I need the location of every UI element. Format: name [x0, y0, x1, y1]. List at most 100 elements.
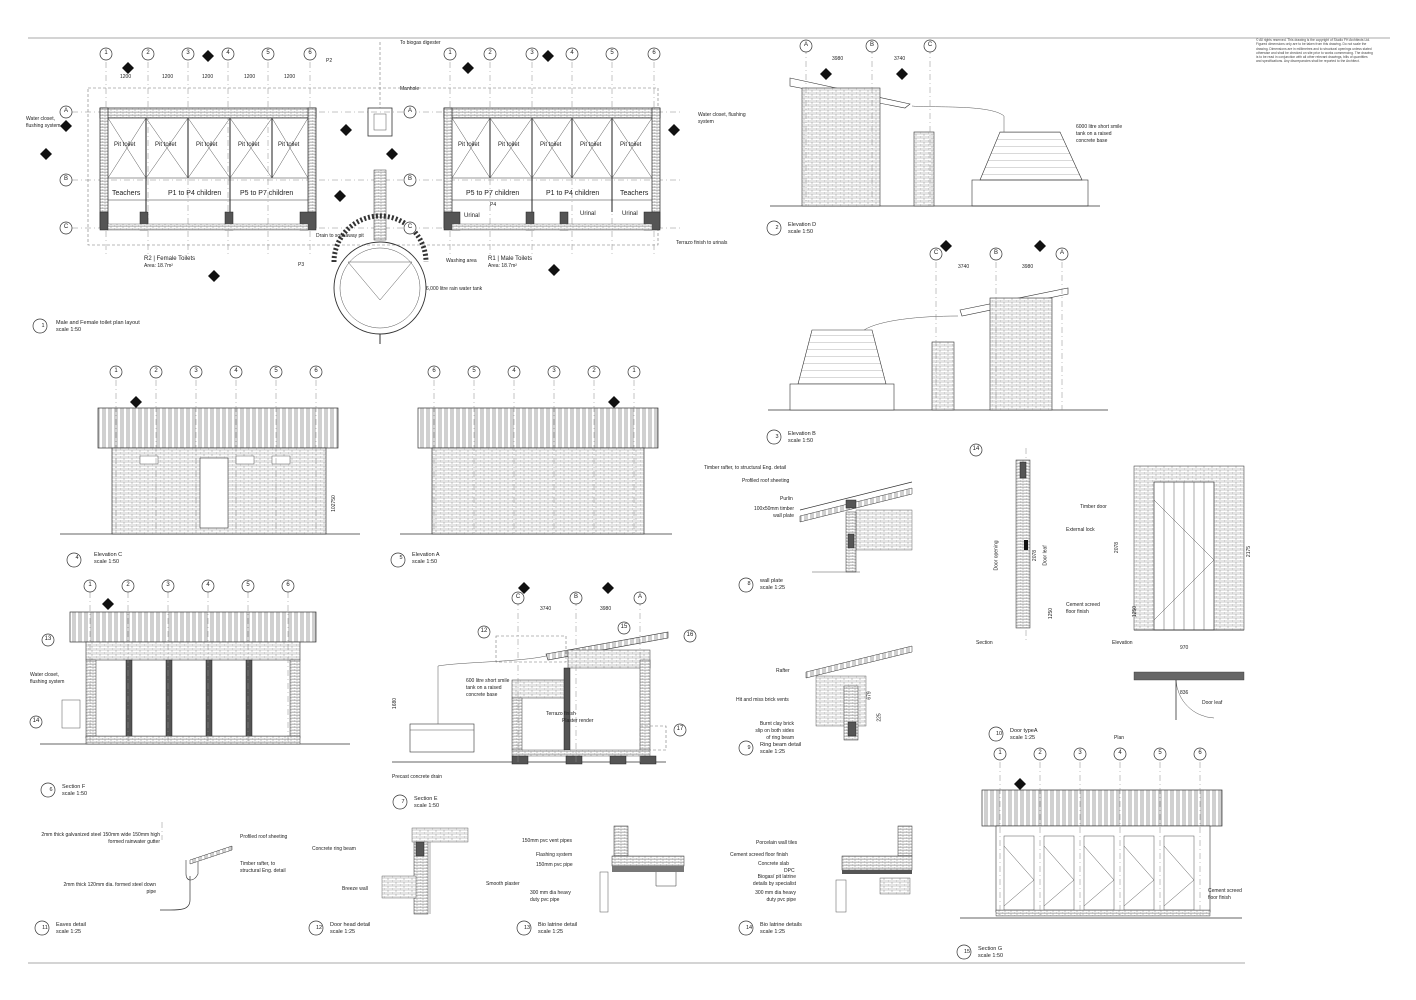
eaves-detail [160, 822, 233, 911]
room-label: Pit toilet [620, 142, 642, 148]
room-label: P5 to P7 children [466, 190, 520, 197]
grid-num: 1 [88, 582, 92, 588]
grid-num: 1 [114, 368, 118, 374]
callout: P3 [298, 262, 305, 268]
grid-letter: A [1059, 250, 1064, 256]
dim: 1200 [120, 74, 132, 80]
grid-num: 2 [1038, 750, 1042, 756]
callout-16: 16 [686, 632, 694, 638]
dim: 3980 [1022, 264, 1034, 270]
room-label: Pit toilet [278, 142, 300, 148]
ring-beam-label: Concrete ring beam [312, 846, 356, 852]
ring-beam-detail [805, 645, 913, 741]
grid-letter: A [637, 594, 642, 600]
room-label: Teachers [112, 190, 141, 197]
callout: Drain to soakaway pit [316, 233, 364, 239]
heavy-pipe-label: 300 mm dia heavy duty pvc pipe [530, 890, 571, 903]
elevation-label: Elevation [1112, 640, 1133, 646]
grid-letter: C [63, 224, 69, 230]
grid-num: 6 [286, 582, 290, 588]
grid-num: 3 [552, 368, 556, 374]
timber-door-label: Timber door [1080, 504, 1107, 510]
bio-latrine-detail-13 [599, 825, 685, 913]
callout: Terrazo finish to urinals [676, 240, 728, 246]
male-toilets-name: R1 | Male Toilets [488, 256, 533, 262]
dim: 2175 [1246, 545, 1253, 558]
screed-label: Cement screed floor finish [1208, 888, 1242, 901]
room-label: Pit toilet [196, 142, 218, 148]
elevation-d [770, 39, 1100, 207]
room-label: Urinal [580, 211, 596, 217]
slab-label: Concrete slab [758, 861, 789, 867]
breeze-label: Breeze wall [342, 886, 368, 892]
grid-num: 3 [1078, 750, 1082, 756]
grid-num: 6 [1198, 750, 1202, 756]
room-label: Pit toilet [114, 142, 136, 148]
terrazo-label: Terrazo finish [546, 711, 576, 717]
room-label: Pit toilet [498, 142, 520, 148]
callout-15: 15 [620, 624, 628, 630]
dim: 2078 [1114, 541, 1121, 554]
room-label: Pit toilet [238, 142, 260, 148]
plaster-label: Plaster render [562, 718, 594, 724]
room-label: Pit toilet [458, 142, 480, 148]
grid-num: 1 [998, 750, 1002, 756]
rafter-label: Timber rafter, to structural Eng. detail [240, 861, 286, 874]
dim: 3980 [600, 606, 612, 612]
tiles-label: Porcelain wall tiles [756, 840, 798, 846]
plan-label: Plan [1114, 735, 1125, 741]
grid-num: 3 [166, 582, 170, 588]
grid-num: 2 [146, 50, 150, 56]
grid-num: 2 [488, 50, 492, 56]
grid-letter: C [515, 594, 521, 600]
dim: 1200 [244, 74, 256, 80]
room-label: P1 to P4 children [168, 190, 222, 197]
callout-14: 14 [972, 446, 980, 452]
grid-num: 2 [154, 368, 158, 374]
callout: P4 [490, 202, 497, 208]
grid-letter: C [933, 250, 939, 256]
bio-latrine-detail-14 [835, 825, 913, 913]
screed-label: Cement screed floor finish [1066, 602, 1100, 615]
grid-letter: A [407, 108, 412, 114]
wall-plate-detail [799, 481, 913, 573]
callout-17: 17 [676, 726, 684, 732]
height-dim: 102750 [330, 495, 337, 512]
dim: 1200 [284, 74, 296, 80]
section-e [392, 582, 697, 765]
plaster-label: Smooth plaster [486, 881, 520, 887]
grid-num: 5 [1158, 750, 1162, 756]
dim: 970 [1180, 645, 1189, 651]
grid-num: 5 [472, 368, 476, 374]
vent-label: 150mm pvc vent pipes [522, 838, 573, 844]
grid-letter: A [803, 42, 808, 48]
room-label: P5 to P7 children [240, 190, 294, 197]
dim: 2078 [1032, 549, 1039, 562]
callout-13: 13 [44, 636, 52, 642]
gutter-label: 2mm thick galvanized steel 150mm wide 15… [41, 832, 160, 845]
grid-num: 1 [632, 368, 636, 374]
dim: 1250 [1048, 607, 1055, 620]
sheeting-label: Profiled roof sheeting [240, 834, 288, 840]
sheeting-label: Profiled roof sheeting [742, 478, 790, 484]
room-label: Pit toilet [580, 142, 602, 148]
callout: 6,000 litre rain water tank [426, 286, 483, 292]
grid-num: 3 [194, 368, 198, 374]
room-label: Urinal [622, 211, 638, 217]
dim: 3740 [540, 606, 552, 612]
grid-letter: B [407, 176, 412, 182]
grid-num: 5 [246, 582, 250, 588]
grid-num: 3 [186, 50, 190, 56]
dim: 1200 [202, 74, 214, 80]
elevation-c [60, 365, 360, 535]
callout: Water closet, flushing system [26, 116, 61, 129]
grid-num: 4 [570, 50, 574, 56]
